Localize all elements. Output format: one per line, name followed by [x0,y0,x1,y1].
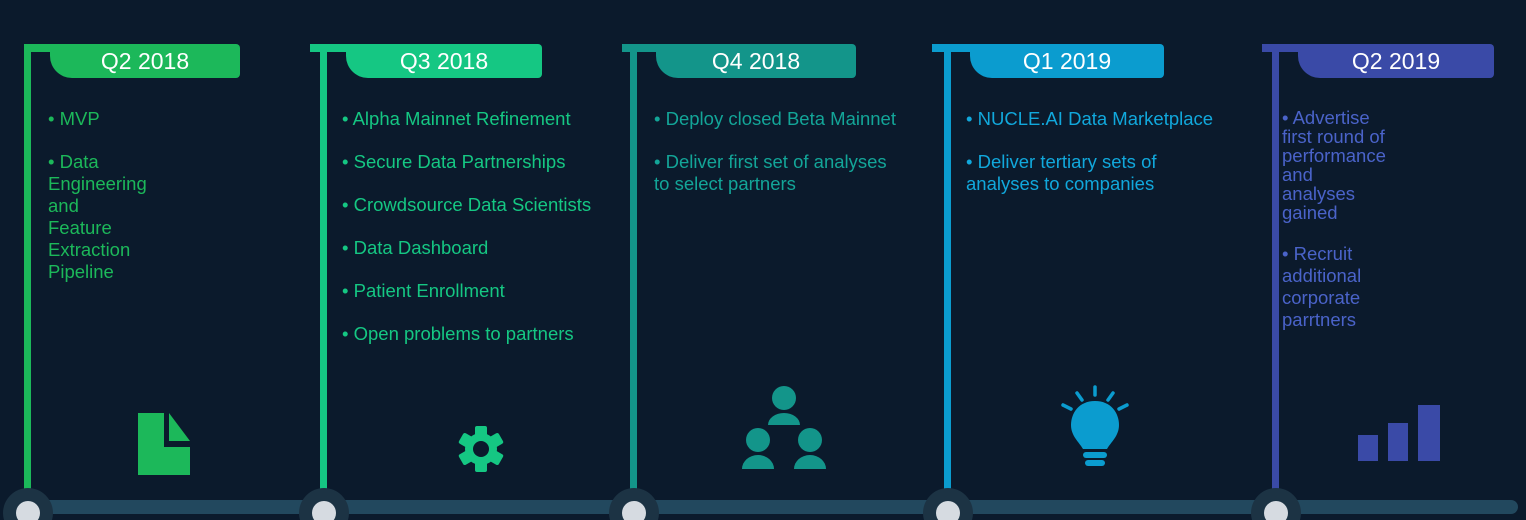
timeline-node [923,488,973,520]
document-icon [138,413,190,475]
milestone-list: • NUCLE.AI Data Marketplace • Deliver te… [966,108,1213,216]
timeline-track [18,500,1518,514]
milestone-list: • Alpha Mainnet Refinement • Secure Data… [342,108,591,366]
gear-icon [458,426,504,472]
milestone-item: • Data Engineering and Feature Extractio… [48,151,147,282]
milestone-item: • Patient Enrollment [342,280,505,301]
team-icon [742,386,826,469]
milestone-item: • Deploy closed Beta Mainnet [654,108,896,129]
phase-label: Q2 2019 [1298,44,1494,78]
phase-connector [630,52,637,492]
timeline-node [609,488,659,520]
phase-hook [932,44,984,52]
lightbulb-icon [1061,385,1129,466]
milestone-item: • Deliver first set of analyses to selec… [654,151,887,194]
phase-connector [944,52,951,492]
phase-hook [1262,44,1312,52]
timeline-node-dot [312,501,336,520]
timeline-node [1251,488,1301,520]
milestone-item: • Secure Data Partnerships [342,151,566,172]
phase-label: Q2 2018 [50,44,240,78]
milestone-list: • Deploy closed Beta Mainnet • Deliver f… [654,108,896,216]
phase-connector [24,52,31,492]
phase-connector [320,52,327,492]
milestone-item: • Deliver tertiary sets of analyses to c… [966,151,1157,194]
milestone-item: • MVP [48,108,100,129]
phase-hook [310,44,360,52]
milestone-item: • Alpha Mainnet Refinement [342,108,571,129]
timeline-node-dot [936,501,960,520]
milestone-item: • Data Dashboard [342,237,489,258]
timeline-node [3,488,53,520]
milestone-list: • Advertise first round of performance a… [1282,108,1386,352]
phase-connector [1272,52,1279,492]
phase-label: Q3 2018 [346,44,542,78]
phase-label: Q4 2018 [656,44,856,78]
phase-hook [622,44,672,52]
milestone-item: • Advertise first round of performance a… [1282,107,1386,223]
milestone-item: • NUCLE.AI Data Marketplace [966,108,1214,129]
milestone-item: • Open problems to partners [342,323,574,344]
phase-label: Q1 2019 [970,44,1164,78]
timeline-node-dot [622,501,646,520]
milestone-item: • Crowdsource Data Scientists [342,194,592,215]
timeline-node-dot [1264,501,1288,520]
timeline-node [299,488,349,520]
bar-chart-icon [1358,405,1440,461]
timeline-node-dot [16,501,40,520]
phase-hook [24,44,64,52]
milestone-list: • MVP • Data Engineering and Feature Ext… [48,108,147,304]
milestone-item: • Recruit additional corporate parrtners [1282,243,1362,330]
